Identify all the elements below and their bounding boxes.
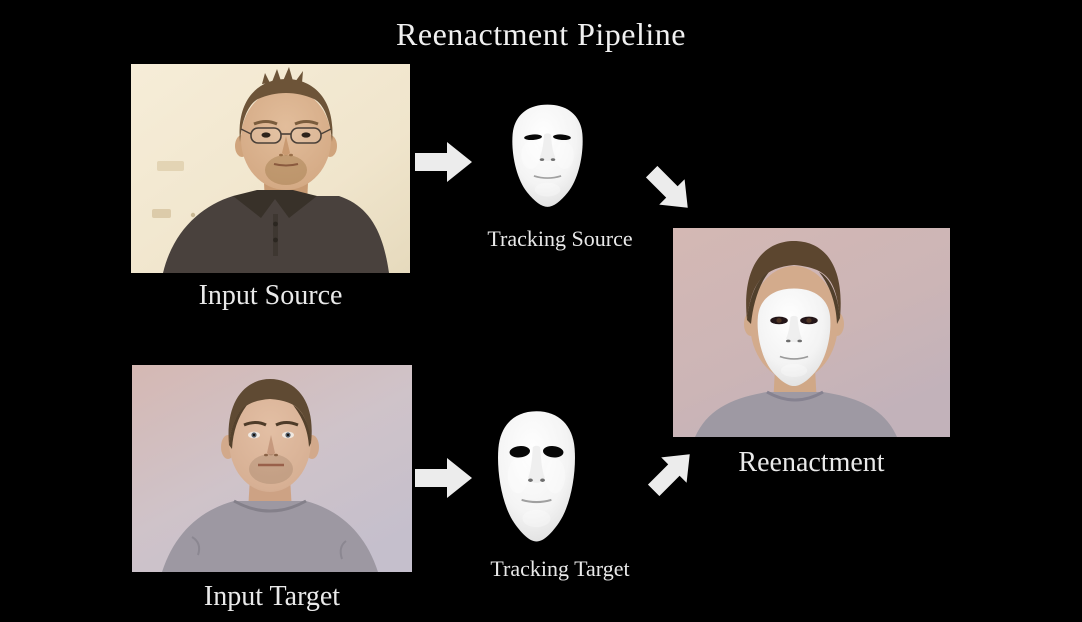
input-source-label: Input Source <box>198 280 343 311</box>
tracking-source-mask <box>505 102 590 212</box>
arrow-down-right-icon <box>638 158 702 222</box>
reenactment-photo <box>673 228 950 437</box>
input-target-photo <box>132 365 412 572</box>
tracking-source-label: Tracking Source <box>487 226 633 251</box>
tracking-target-label: Tracking Target <box>490 556 630 581</box>
arrow-right-icon <box>415 141 473 183</box>
page-title: Reenactment Pipeline <box>396 16 686 52</box>
arrow-up-right-icon <box>640 440 704 504</box>
reenactment-label: Reenactment <box>738 447 885 478</box>
tracking-target-mask <box>490 408 583 548</box>
arrow-right-icon <box>415 457 473 499</box>
input-target-label: Input Target <box>203 581 341 612</box>
input-source-photo <box>131 64 410 273</box>
